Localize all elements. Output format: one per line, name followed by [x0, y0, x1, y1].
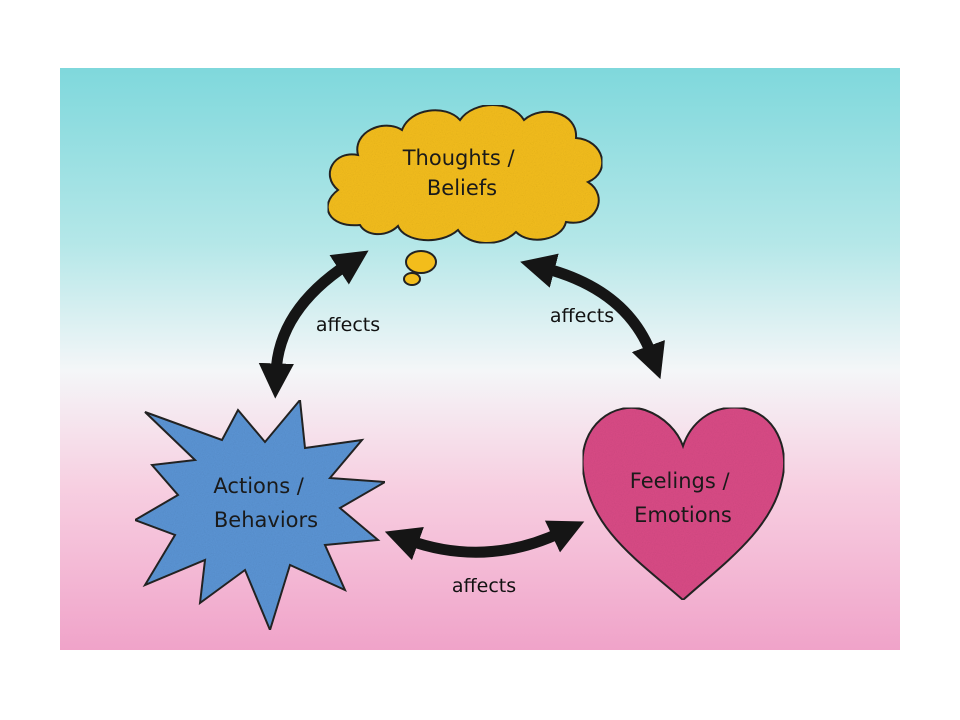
- heart-shape: [581, 406, 786, 602]
- edge-label-thoughts-feelings: affects: [550, 305, 614, 327]
- actions-label: Actions / Behaviors: [213, 474, 318, 532]
- arrow-thoughts-actions: [258, 250, 369, 399]
- thoughts-label: Thoughts / Beliefs: [402, 146, 522, 200]
- arrow-thoughts-feelings: [520, 253, 665, 380]
- arrow-actions-feelings: [384, 520, 585, 561]
- actions-node: Actions / Behaviors: [132, 397, 389, 633]
- edge-label-thoughts-actions: affects: [316, 314, 380, 336]
- cloud-shape: [326, 104, 604, 245]
- cloud-bubble-small: [403, 272, 421, 286]
- starburst-shape: [132, 397, 389, 633]
- feelings-node: Feelings / Emotions: [581, 406, 786, 602]
- thoughts-node: Thoughts / Beliefs: [326, 104, 604, 286]
- edge-label-actions-feelings: affects: [452, 575, 516, 597]
- cloud-bubble-large: [405, 250, 437, 274]
- feelings-label: Feelings / Emotions: [630, 469, 736, 527]
